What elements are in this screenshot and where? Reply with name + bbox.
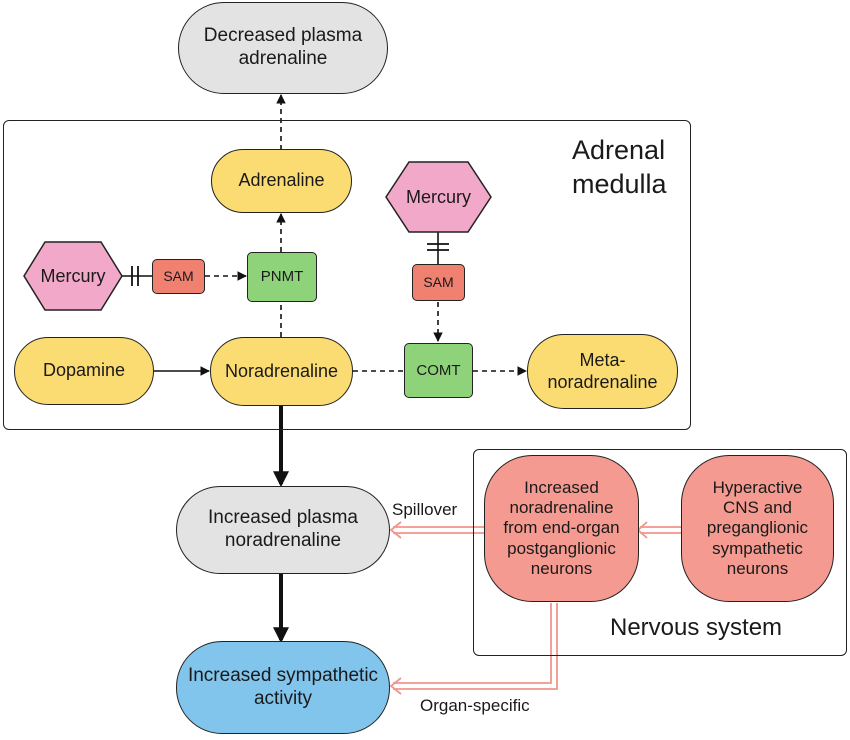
noradrenaline-node: Noradrenaline	[210, 337, 353, 406]
edge-organ-specific-b	[393, 603, 558, 690]
organ-specific-label: Organ-specific	[420, 696, 530, 715]
decreased-plasma-adrenaline-node: Decreased plasma adrenaline	[178, 2, 388, 94]
adrenaline-node: Adrenaline	[211, 149, 352, 213]
mercury-top-hexagon	[385, 161, 492, 233]
nervous-system-box	[473, 449, 847, 656]
spillover-label: Spillover	[392, 500, 458, 519]
comt-node: COMT	[404, 343, 473, 398]
increased-sympathetic-activity-node: Increased sympathetic activity	[176, 641, 390, 734]
sam-right-node: SAM	[412, 264, 465, 301]
edge-organ-specific-head	[389, 677, 402, 695]
pnmt-node: PNMT	[247, 252, 317, 302]
mercury-top-label: Mercury	[405, 186, 471, 207]
adrenal-medulla-label: Adrenal medulla	[572, 135, 667, 199]
metanoradrenaline-node: Meta- noradrenaline	[527, 334, 678, 409]
edge-organ-specific-a	[393, 603, 552, 684]
mercury-left-label: Mercury	[40, 265, 106, 286]
increased-plasma-noradrenaline-node: Increased plasma noradrenaline	[176, 486, 390, 574]
mercury-left-hexagon	[23, 241, 123, 311]
nervous-system-label: Nervous system	[610, 614, 783, 641]
dopamine-node: Dopamine	[14, 337, 154, 405]
hyperactive-cns-node: Hyperactive CNS and preganglionic sympat…	[681, 455, 834, 602]
adrenal-medulla-box	[3, 120, 691, 430]
edge-spillover-head	[389, 521, 402, 539]
sam-left-node: SAM	[152, 259, 205, 294]
increased-noradrenaline-neurons-node: Increased noradrenaline from end-organ p…	[484, 455, 639, 602]
